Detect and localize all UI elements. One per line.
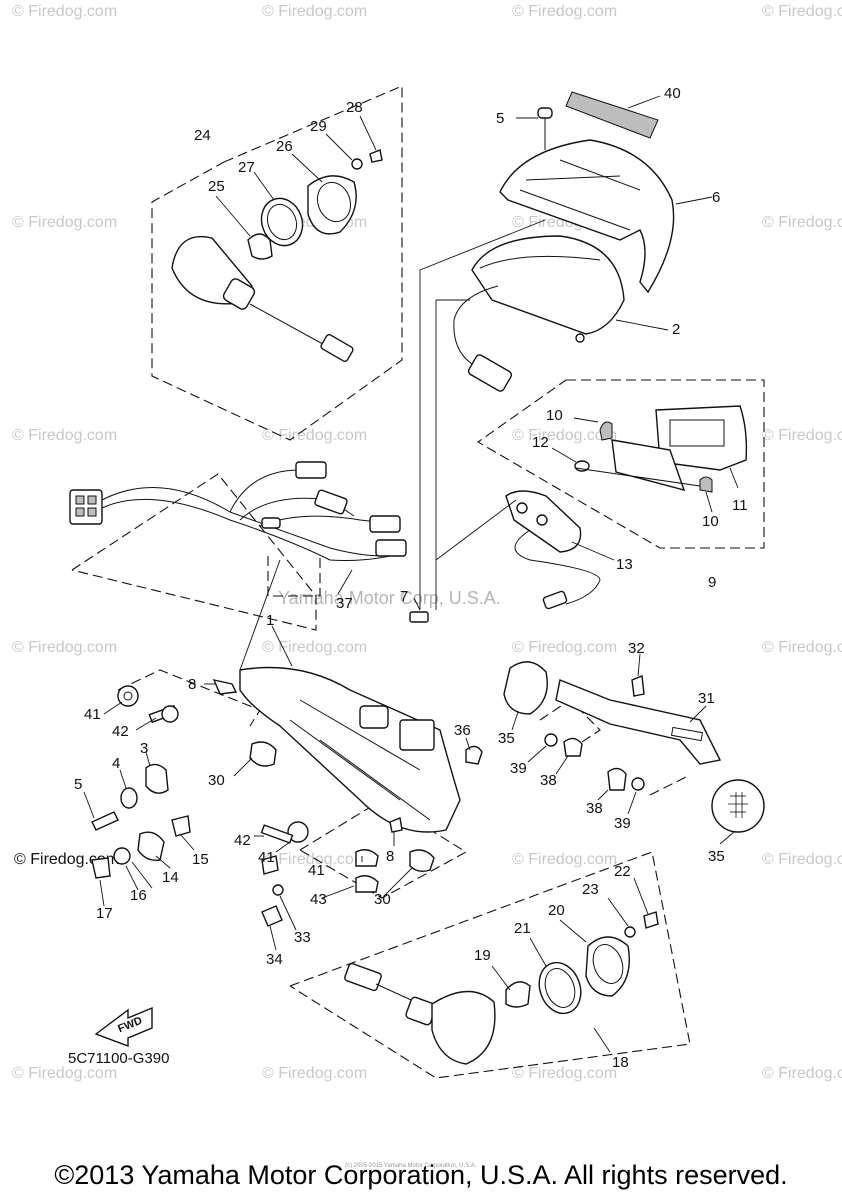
- callout-7: 7: [400, 588, 408, 605]
- callout-24: 24: [194, 127, 211, 144]
- watermark: © Firedog.com: [512, 427, 617, 444]
- callout-36: 36: [454, 722, 471, 739]
- yamaha-stamp: Yamaha Motor Corp, U.S.A.: [278, 588, 501, 608]
- copyright-notice: ©2013 Yamaha Motor Corporation, U.S.A. A…: [54, 1160, 788, 1190]
- assembly-outlines: [71, 85, 765, 1079]
- callout-6: 6: [712, 189, 720, 206]
- callout-41-mid: 41: [258, 849, 275, 866]
- watermark: © Firedog.com: [12, 1065, 117, 1082]
- callout-40: 40: [664, 85, 681, 102]
- tiny-copyright: (c) 2005-2015 Yamaha Motor Corporation, …: [345, 1163, 477, 1169]
- fwd-arrow: FWD: [94, 1006, 153, 1048]
- callout-12: 12: [532, 434, 549, 451]
- watermark: © Firedog.com: [762, 851, 842, 868]
- callout-5-top: 5: [496, 110, 504, 127]
- callout-10-top: 10: [546, 407, 563, 424]
- callouts: 40 5 6 2 28 29 26 24 27 25 10 12 11 10 1…: [74, 85, 748, 1071]
- callout-41-top: 41: [84, 706, 101, 723]
- watermark: © Firedog.com: [512, 639, 617, 656]
- watermark: © Firedog.com: [262, 639, 367, 656]
- watermark: © Firedog.com: [762, 214, 842, 231]
- callout-29: 29: [310, 118, 327, 135]
- watermark: © Firedog.com: [762, 427, 842, 444]
- callout-30-top: 30: [208, 772, 225, 789]
- watermark: © Firedog.com: [12, 214, 117, 231]
- diagram-code: 5C71100-G390: [68, 1050, 169, 1067]
- rear-fender-bracket: [239, 559, 461, 833]
- callout-34: 34: [266, 951, 283, 968]
- callout-20: 20: [548, 902, 565, 919]
- callout-33: 33: [294, 929, 311, 946]
- watermark-layer: © Firedog.com © Firedog.com © Firedog.co…: [12, 3, 842, 1082]
- callout-19: 19: [474, 947, 491, 964]
- callout-25: 25: [208, 178, 225, 195]
- callout-35-top: 35: [498, 730, 515, 747]
- watermark: © Firedog.com: [262, 427, 367, 444]
- callout-41-bottom: 41: [308, 862, 325, 879]
- callout-43: 43: [310, 891, 327, 908]
- watermark: © Firedog.com: [762, 1065, 842, 1082]
- callout-39-right: 39: [614, 815, 631, 832]
- callout-1: 1: [266, 612, 274, 629]
- callout-32: 32: [628, 640, 645, 657]
- callout-38-right: 38: [586, 800, 603, 817]
- callout-2: 2: [672, 321, 680, 338]
- watermark: © Firedog.com: [512, 851, 617, 868]
- callout-8-bottom: 8: [386, 848, 394, 865]
- callout-39-left: 39: [510, 760, 527, 777]
- callout-9: 9: [708, 574, 716, 591]
- callout-13: 13: [616, 556, 633, 573]
- watermark: © Firedog.com: [512, 3, 617, 20]
- callout-30-bottom: 30: [374, 891, 391, 908]
- callout-28: 28: [346, 99, 363, 116]
- callout-3: 3: [140, 740, 148, 757]
- watermark: © Firedog.com: [512, 1065, 617, 1082]
- callout-37: 37: [336, 595, 353, 612]
- callout-27: 27: [238, 159, 255, 176]
- callout-23: 23: [582, 881, 599, 898]
- watermark: © Firedog.com: [762, 639, 842, 656]
- left-fasteners: [91, 679, 483, 927]
- watermark: © Firedog.com: [12, 639, 117, 656]
- callout-26: 26: [276, 138, 293, 155]
- callout-18: 18: [612, 1054, 629, 1071]
- callout-38-left: 38: [540, 772, 557, 789]
- turn-signal-rear-left: [171, 149, 383, 363]
- callout-42-bottom: 42: [234, 832, 251, 849]
- tail-light-assembly: [419, 91, 675, 610]
- wire-harness: [69, 461, 407, 561]
- callout-10-bottom: 10: [702, 513, 719, 530]
- callout-4: 4: [112, 755, 120, 772]
- callout-21: 21: [514, 920, 531, 937]
- callout-11: 11: [732, 497, 748, 514]
- callout-31: 31: [698, 690, 715, 707]
- watermark: © Firedog.com: [262, 1065, 367, 1082]
- callout-8-top: 8: [188, 676, 196, 693]
- callout-16: 16: [130, 887, 147, 904]
- watermark: © Firedog.com: [12, 427, 117, 444]
- callout-22: 22: [614, 863, 631, 880]
- right-bracket-signals: [503, 661, 765, 833]
- bulb-25: [247, 233, 273, 260]
- leader-lines: [83, 95, 739, 1053]
- watermark: © Firedog.com: [262, 3, 367, 20]
- watermark: © Firedog.com: [12, 3, 117, 20]
- watermark: © Firedog.com: [262, 851, 367, 868]
- callout-14: 14: [162, 869, 179, 886]
- turn-signal-rear-right: [344, 911, 659, 1065]
- license-light-assembly: [435, 405, 748, 610]
- callout-17: 17: [96, 905, 113, 922]
- callout-5-left: 5: [74, 776, 82, 793]
- watermark: © Firedog.com: [762, 3, 842, 20]
- clip-7: [409, 611, 429, 623]
- callout-35-bottom: 35: [708, 848, 725, 865]
- callout-15: 15: [192, 851, 209, 868]
- callout-42-top: 42: [112, 723, 129, 740]
